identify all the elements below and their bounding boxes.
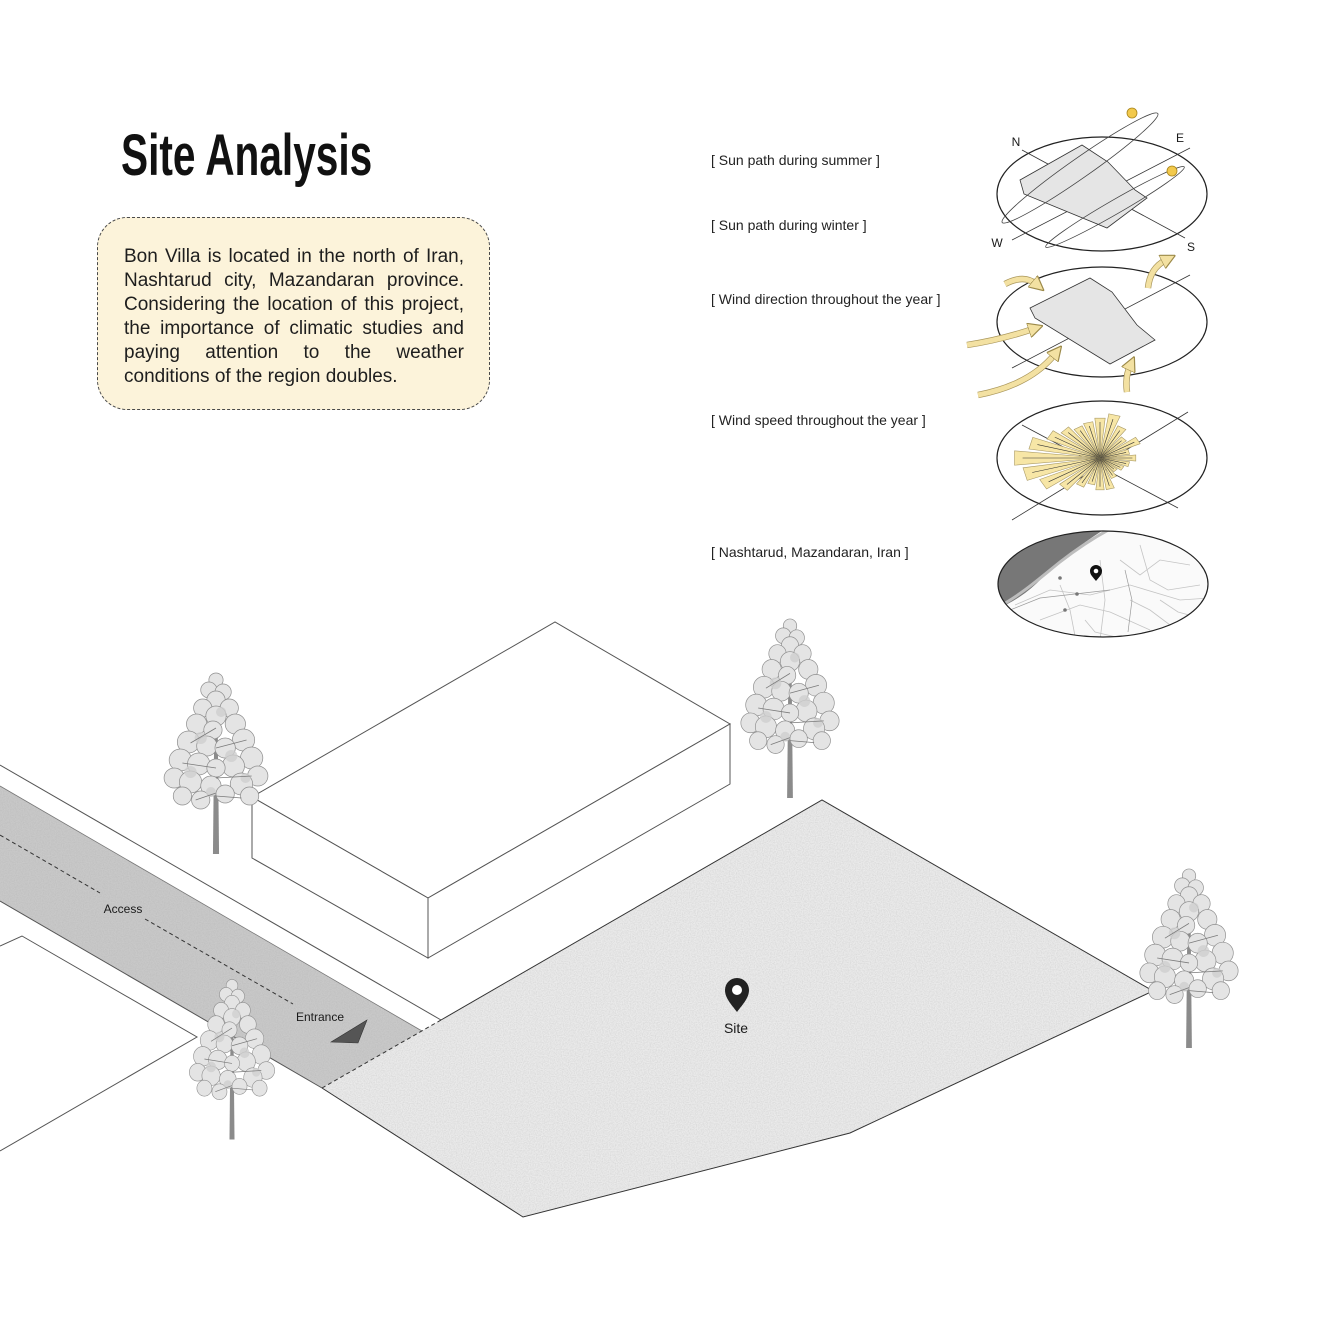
wind-rose-ray [1037,444,1101,459]
wind-rose-ray [1099,457,1127,464]
description-line: Nashtarud city, Mazandaran province. [124,270,464,291]
description-line: Bon Villa is located in the north of Ira… [124,246,464,267]
wind-arrow-icon [977,354,1055,399]
label-location: [ Nashtarud, Mazandaran, Iran ] [711,544,909,560]
wind-rose-ray [1099,441,1135,459]
wind-rose-ray [1079,430,1101,459]
label-sun-summer: [ Sun path during summer ] [711,152,880,168]
site-footprint [1019,144,1148,229]
wind-speed-diagram [996,400,1208,521]
map-point [1058,576,1062,580]
wind-rose-ray [1091,457,1101,482]
wind-rose-ray [1099,419,1114,459]
wind-direction-diagram [966,260,1208,399]
wind-rose-petal [1099,449,1130,459]
wind-rose-ray [1099,457,1115,470]
coastline [999,531,1113,608]
site-boundary [321,799,1155,1218]
wind-arrow-icon [1126,366,1130,393]
compass-west: W [991,236,1003,250]
wind-rose-petal [1046,430,1101,459]
wind-rose-petal [1073,425,1101,459]
compass-east: E [1176,131,1184,145]
entrance-arrow-icon [329,1019,368,1044]
location-map [997,530,1209,638]
wind-rose-petal [1076,457,1101,488]
wind-rose-petal [1028,437,1101,459]
wind-rose-ray [1068,432,1101,459]
wind-rose-petal [1083,421,1101,459]
wind-rose-petal [1099,436,1141,459]
building-right-face [427,723,731,959]
compass-north: N [1012,135,1021,149]
map-point [1063,608,1067,612]
compass-south: S [1187,240,1195,254]
entrance-label: Entrance [296,1010,344,1024]
wind-rose [1014,413,1141,491]
winter-sun-orbit [1045,166,1185,248]
description-text: Bon Villa is located in the north of Ira… [124,245,464,389]
label-wind-direction: [ Wind direction throughout the year ] [711,291,941,307]
wind-rose-ray [1081,457,1101,484]
wind-rose-petal [1039,457,1101,490]
wind-rose-ray [1099,457,1113,476]
tree-icon [1139,868,1239,1049]
access-label: Access [104,902,143,916]
description-line: the importance of climatic studies and [124,318,464,339]
label-wind-speed: [ Wind speed throughout the year ] [711,412,926,428]
wind-rose-ray [1066,457,1101,485]
wind-rose-petal [1099,425,1127,459]
neighbor-block-outline [0,935,198,1152]
wind-rose-ray [1099,430,1121,459]
wind-rose-ray [1048,457,1101,483]
map-point [1075,592,1079,596]
wind-arrow-icon [1144,260,1166,289]
road-edge-line [0,785,423,1032]
description-line: paying attention to the weather [124,342,464,363]
wind-rose-ray [1099,457,1110,486]
winter-sun-icon [1166,165,1178,177]
wind-rose-petal [1099,457,1130,467]
neighbor-building [250,621,731,959]
sun-path-diagram: N E W S [991,107,1208,254]
wind-rose-petal [1099,457,1117,479]
site-boundary-dashed [321,1019,442,1089]
road-center-line [144,918,294,1005]
wind-rose-ray [1099,440,1122,459]
wind-arrow-icon [1003,279,1036,284]
map-roads-major [1004,569,1133,633]
wind-rose-petal [1099,413,1121,459]
location-pin-icon [725,978,749,1012]
site-plan: Access Entrance Site [0,618,1239,1218]
access-road [0,786,422,1088]
wind-rose-petal [1099,457,1115,490]
description-line: Considering the location of this project… [124,294,464,315]
road-edge-line [0,764,442,1021]
location-pin-icon [1090,565,1102,581]
description-line: conditions of the region doubles. [124,366,398,387]
label-sun-winter: [ Sun path during winter ] [711,217,867,233]
description-note: Bon Villa is located in the north of Ira… [97,217,490,410]
wind-rose-ray [1099,452,1127,459]
wind-arrow-icon [966,329,1033,349]
road-center-line [0,834,101,894]
wind-rose-petal [1087,457,1101,486]
wind-rose-ray [1089,425,1101,459]
site-footprint [1029,277,1156,365]
map-outline [997,530,1209,638]
wind-rose-ray [1032,457,1101,473]
wind-rose-ray [1099,457,1121,468]
tree-icon [740,618,840,799]
wind-rose-petal [1022,457,1101,481]
site-label: Site [724,1020,748,1036]
page-title: Site Analysis [121,123,373,188]
summer-sun-orbit [1001,112,1159,224]
summer-sun-icon [1126,107,1138,119]
wind-rose-ray [1054,436,1101,459]
